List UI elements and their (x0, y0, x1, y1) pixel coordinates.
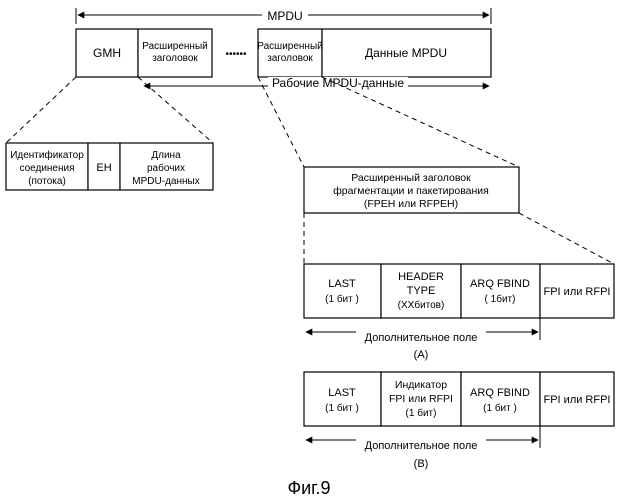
format-a-label: (A) (414, 349, 429, 361)
connection-id-line1: Идентификатор (10, 149, 84, 161)
extended-header2-line2: заголовок (267, 53, 313, 64)
ellipsis-dots: •••••• (225, 49, 247, 60)
fpeh-title-line2: фрагментации и пакетирования (333, 185, 489, 197)
connection-id-line3: (потока) (28, 176, 66, 187)
format-b-arq-field (461, 372, 540, 426)
format-b-indicator-line1: Индикатор (395, 379, 447, 391)
payload-length-line1: Длина (151, 150, 181, 161)
format-a-header-type-line2: TYPE (407, 285, 436, 297)
extended-header-line1: Расширенный (142, 41, 207, 52)
extended-header-line2: заголовок (152, 53, 198, 64)
format-b-last-line2: (1 бит ) (325, 402, 359, 414)
format-a-arq-line2: ( 1бит) (485, 293, 516, 305)
gmh-expand-line-left (6, 77, 76, 143)
format-a-optional-label: Дополнительное поле (365, 332, 478, 344)
format-a-arq-field (461, 264, 540, 318)
payload-length-line3: MPDU-данных (132, 176, 199, 187)
format-a-last-field (304, 264, 381, 318)
fpeh-title-line1: Расширенный заголовок (351, 172, 471, 184)
format-a-header-type-line1: HEADER (398, 271, 444, 283)
format-b-label: (B) (414, 458, 429, 470)
fpeh-expand-line-right (519, 213, 614, 264)
format-a-arq-line1: ARQ FBIND (470, 278, 530, 290)
figure-caption: Фиг.9 (287, 478, 330, 498)
format-a-header-type-line3: (ХХбитов) (398, 299, 445, 311)
format-b-last-line1: LAST (328, 387, 356, 399)
extended-header2-line1: Расширенный (257, 41, 322, 52)
format-b-last-field (304, 372, 381, 426)
connection-id-line2: соединения (19, 163, 74, 174)
payload-label: Рабочие MPDU-данные (272, 76, 404, 90)
format-b-fpi-label: FPI или RFPI (544, 394, 611, 406)
gmh-expand-line-right (138, 77, 213, 143)
mpdu-data-label: Данные MPDU (365, 46, 447, 60)
fpeh-title-line3: (FPEH или RFPEH) (364, 198, 458, 210)
format-b-indicator-line2: FPI или RFPI (389, 393, 453, 405)
format-a-fpi-label: FPI или RFPI (544, 286, 611, 298)
format-b-arq-line2: (1 бит ) (483, 402, 517, 414)
payload-length-line2: рабочих (147, 162, 185, 174)
eh-label: EH (96, 162, 111, 174)
format-b-indicator-line3: (1 бит) (406, 407, 437, 419)
format-a-last-line2: (1 бит ) (325, 293, 359, 305)
format-a-last-line1: LAST (328, 278, 356, 290)
format-b-optional-label: Дополнительное поле (365, 440, 478, 452)
format-b-arq-line1: ARQ FBIND (470, 387, 530, 399)
mpdu-label: MPDU (267, 9, 302, 23)
gmh-label: GMH (93, 46, 121, 60)
